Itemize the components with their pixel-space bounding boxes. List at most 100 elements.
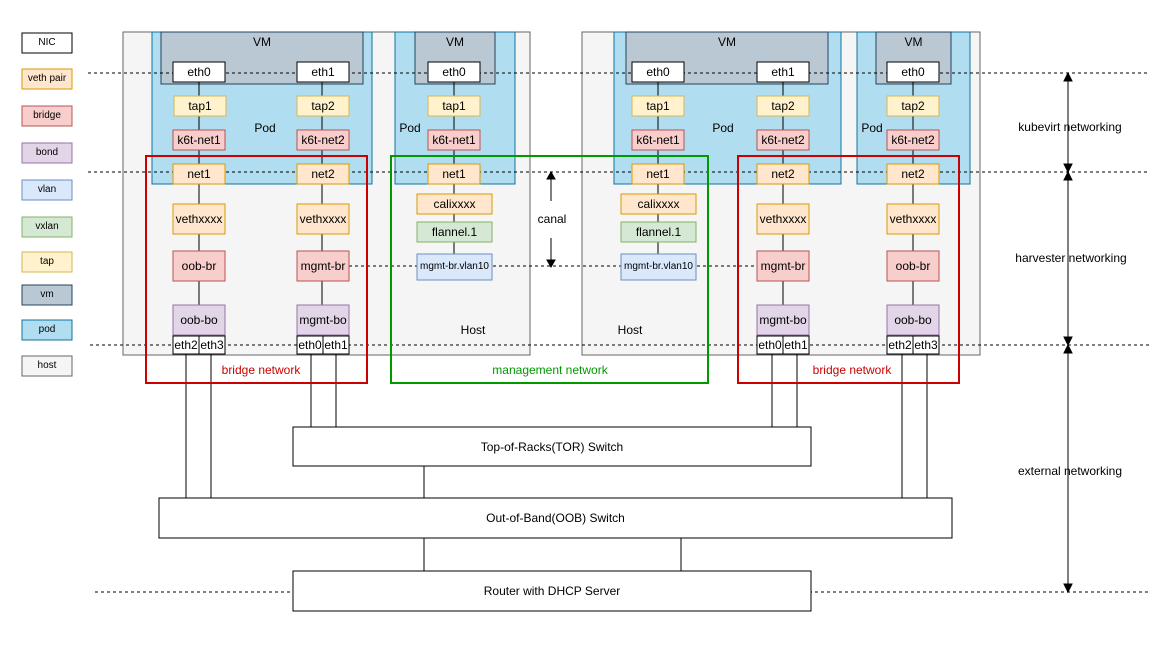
host1-vm-eth1 xyxy=(296,61,350,83)
legend-swatch-host xyxy=(21,355,73,377)
mgmt-vlan-a xyxy=(416,253,493,281)
calixxxx-label: calixxxx xyxy=(637,197,680,211)
k6t-net1-b xyxy=(427,129,481,151)
k6t-net2-label: k6t-net2 xyxy=(301,133,345,147)
eth1-label: eth1 xyxy=(771,65,795,79)
layer-kubevirt-networking: kubevirt networking xyxy=(1018,120,1122,134)
vm-2-title: VM xyxy=(446,35,464,49)
pod-4-label: Pod xyxy=(861,121,883,135)
mgmt-vlan-b xyxy=(620,253,697,281)
mgmt-vlan-label: mgmt-br.vlan10 xyxy=(420,261,489,272)
net1-b xyxy=(427,163,481,185)
mgmt-br-label: mgmt-br xyxy=(300,259,346,273)
vethxxxx-b xyxy=(296,203,350,235)
nic-eth3-a xyxy=(198,335,226,355)
net2-a xyxy=(296,163,350,185)
net2-label: net2 xyxy=(771,167,795,181)
bridge-network-frame-2 xyxy=(737,155,960,384)
vethxxxx-label: vethxxxx xyxy=(299,212,347,226)
eth0-label: eth0 xyxy=(187,65,211,79)
nic-eth2-label: eth2 xyxy=(888,338,912,352)
tap1-label: tap1 xyxy=(646,99,670,113)
net2-label: net2 xyxy=(311,167,335,181)
mgmt-bo-label: mgmt-bo xyxy=(759,313,807,327)
flannel-label: flannel.1 xyxy=(635,225,682,239)
k6t-net2-label: k6t-net2 xyxy=(891,133,935,147)
legend-swatch-nic xyxy=(21,32,73,54)
tap1-label: tap1 xyxy=(188,99,212,113)
management-network-frame xyxy=(390,155,709,384)
oob-bo-label: oob-bo xyxy=(180,313,218,327)
net1-label: net1 xyxy=(646,167,670,181)
legend-swatch-vm xyxy=(21,284,73,306)
nic-eth3-d xyxy=(912,335,940,355)
net1-c xyxy=(631,163,685,185)
vethxxxx-label: vethxxxx xyxy=(889,212,937,226)
tap2-label: tap2 xyxy=(771,99,795,113)
legend-swatch-bond xyxy=(21,142,73,164)
host1-vm2-eth0 xyxy=(427,61,481,83)
router-label: Router with DHCP Server xyxy=(483,584,621,598)
k6t-net1-a xyxy=(172,129,226,151)
oob-switch xyxy=(158,497,953,539)
oob-bo-d xyxy=(886,304,940,336)
legend-swatch-vxlan xyxy=(21,216,73,238)
tap1-a xyxy=(173,95,227,117)
router xyxy=(292,570,812,612)
mgmt-bo-a xyxy=(296,304,350,336)
legend-bond: bond xyxy=(35,147,59,158)
eth0-label: eth0 xyxy=(901,65,925,79)
oob-br-d xyxy=(886,250,940,282)
net2-c xyxy=(756,163,810,185)
mgmt-br-a xyxy=(296,250,350,282)
k6t-net1-c xyxy=(631,129,685,151)
tap1-b xyxy=(427,95,481,117)
legend-bridge: bridge xyxy=(33,110,61,121)
net2-label: net2 xyxy=(901,167,925,181)
k6t-net2-c xyxy=(756,129,810,151)
tap2-d xyxy=(886,95,940,117)
nic-eth3-label: eth3 xyxy=(200,338,224,352)
legend-nic: NIC xyxy=(38,37,56,48)
mgmt-bo-label: mgmt-bo xyxy=(299,313,347,327)
mgmt-br-label: mgmt-br xyxy=(760,259,806,273)
eth0-label: eth0 xyxy=(442,65,466,79)
host2-vm-eth1 xyxy=(756,61,810,83)
flannel-a xyxy=(416,221,493,243)
nic-eth1-label: eth1 xyxy=(324,338,348,352)
vethxxxx-a xyxy=(172,203,226,235)
legend-veth-pair: veth pair xyxy=(27,73,67,84)
legend-swatch-tap xyxy=(21,251,73,273)
calixxxx-label: calixxxx xyxy=(433,197,476,211)
vethxxxx-c xyxy=(756,203,810,235)
management-network-label: management network xyxy=(492,363,608,377)
vethxxxx-label: vethxxxx xyxy=(175,212,223,226)
oob-br-a xyxy=(172,250,226,282)
calixxxx-b xyxy=(620,193,697,215)
flannel-b xyxy=(620,221,697,243)
host1-vm-eth0 xyxy=(172,61,226,83)
mgmt-vlan-label: mgmt-br.vlan10 xyxy=(624,261,693,272)
vm-3-title: VM xyxy=(718,35,736,49)
net1-label: net1 xyxy=(187,167,211,181)
vethxxxx-label: vethxxxx xyxy=(759,212,807,226)
legend-swatch-pod xyxy=(21,319,73,341)
oob-br-label: oob-br xyxy=(895,259,931,273)
k6t-net1-label: k6t-net1 xyxy=(432,133,476,147)
tap2-a xyxy=(296,95,350,117)
calixxxx-a xyxy=(416,193,493,215)
host2-vm2-eth0 xyxy=(886,61,940,83)
nic-eth0-label: eth0 xyxy=(758,338,782,352)
eth1-label: eth1 xyxy=(311,65,335,79)
legend-vm: vm xyxy=(40,289,54,300)
net1-a xyxy=(172,163,226,185)
nic-eth1-label: eth1 xyxy=(784,338,808,352)
legend-tap: tap xyxy=(40,256,54,267)
legend-pod: pod xyxy=(38,324,56,335)
tap1-c xyxy=(631,95,685,117)
k6t-net2-label: k6t-net2 xyxy=(761,133,805,147)
net2-d xyxy=(886,163,940,185)
k6t-net1-label: k6t-net1 xyxy=(636,133,680,147)
host-2-label: Host xyxy=(617,323,643,337)
